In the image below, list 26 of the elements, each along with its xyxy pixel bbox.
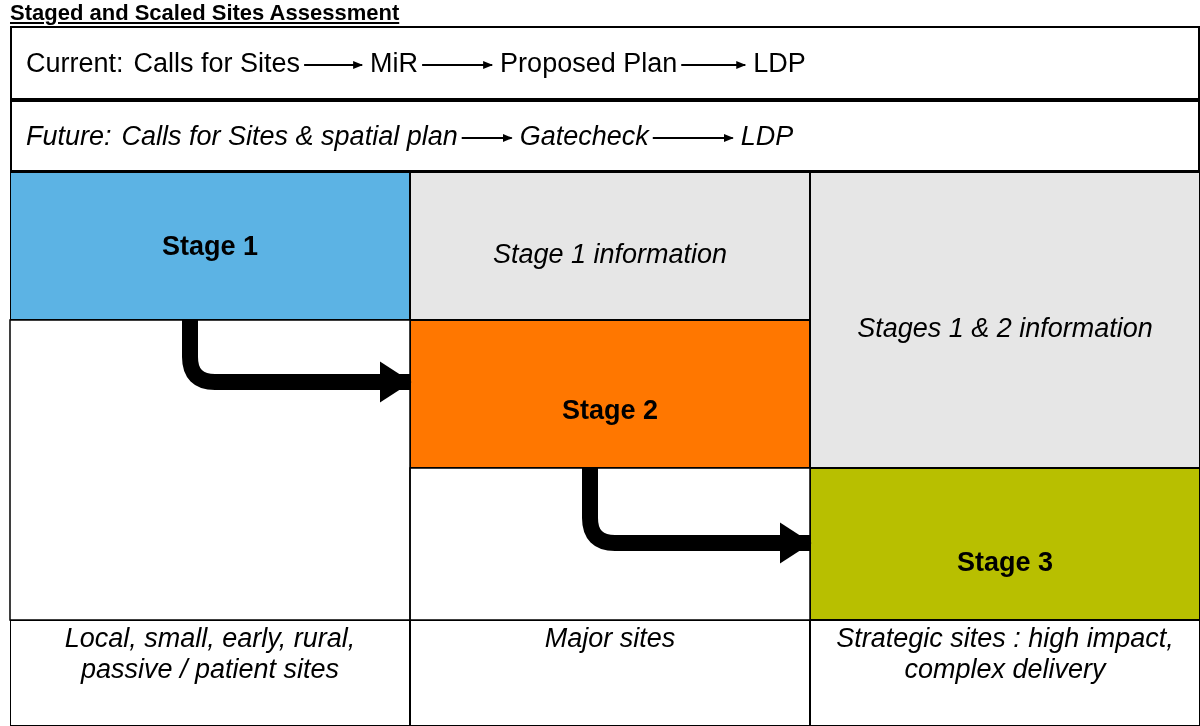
category-cell: Major sites — [410, 620, 810, 726]
step-label: Gatecheck — [519, 120, 649, 152]
information-cell: Stages 1 & 2 information — [810, 172, 1200, 468]
row-label: Future: — [26, 120, 112, 152]
arrow — [303, 61, 364, 69]
information-cell: Stage 1 information — [410, 172, 810, 320]
process-row-box — [10, 100, 1200, 172]
arrow — [460, 134, 513, 142]
process-row-box — [10, 26, 1200, 100]
step-label: Calls for Sites & spatial plan — [121, 120, 458, 152]
stage-box: Stage 3 — [810, 468, 1200, 620]
diagram-title: Staged and Scaled Sites Assessment — [10, 0, 400, 26]
stage-box: Stage 1 — [10, 172, 410, 320]
category-cell: Local, small, early, rural, passive / patient sites — [10, 620, 410, 726]
arrow — [680, 61, 747, 69]
step-label: Calls for Sites — [133, 47, 301, 79]
row-label: Current: — [26, 47, 124, 79]
step-label: LDP — [753, 47, 806, 79]
step-label: Proposed Plan — [500, 47, 678, 79]
arrow — [421, 61, 494, 69]
step-label: MiR — [370, 47, 419, 79]
step-label: LDP — [740, 120, 794, 152]
arrow — [651, 134, 734, 142]
category-cell: Strategic sites : high impact, complex delivery — [810, 620, 1200, 726]
stage-box: Stage 2 — [410, 320, 810, 468]
arrow — [582, 468, 812, 564]
